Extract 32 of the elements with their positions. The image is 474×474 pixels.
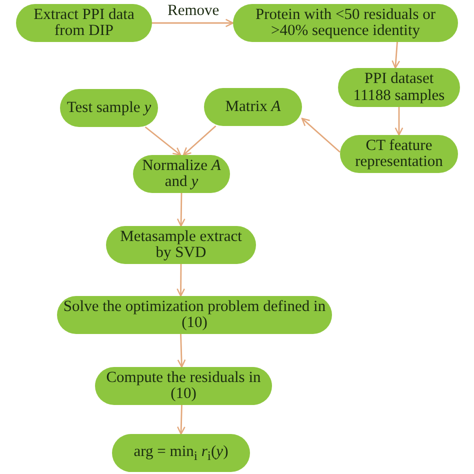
process-pill <box>106 226 256 264</box>
node-text: Compute the residuals in (10) <box>105 370 262 402</box>
node-text: CT feature representation <box>354 138 444 170</box>
arrow <box>144 126 182 156</box>
process-pill <box>338 68 460 107</box>
node-text: PPI dataset 11188 samples <box>352 71 446 104</box>
arrow <box>392 42 400 69</box>
process-pill <box>133 155 230 193</box>
arrow <box>152 18 234 28</box>
arrow <box>177 334 186 368</box>
process-pill <box>95 367 272 405</box>
node-text: Normalize A and y <box>141 158 222 190</box>
node-text: Protein with <50 residuals or >40% sequence identity <box>254 6 437 40</box>
node-text: arg = min$_{i}$ r$_{i}$(y) <box>134 444 228 462</box>
process-pill <box>57 296 332 334</box>
node-text: Solve the optimization problem defined in (10) <box>63 298 326 332</box>
arrow <box>176 264 186 297</box>
node-text: Extract PPI data from DIP <box>32 6 136 40</box>
arrow <box>176 404 186 435</box>
node-text: Metasample extract by SVD <box>119 228 243 262</box>
process-pill <box>233 4 458 42</box>
process-pill <box>204 88 302 126</box>
process-pill <box>60 89 158 127</box>
node-text: Matrix A <box>225 98 281 116</box>
arrow <box>182 125 216 156</box>
arrow <box>176 193 186 227</box>
arrow <box>301 118 340 153</box>
process-pill <box>112 434 250 472</box>
process-pill <box>340 135 458 173</box>
process-pill <box>16 4 152 42</box>
node-text: Test sample y <box>66 100 152 116</box>
arrow <box>394 107 404 136</box>
